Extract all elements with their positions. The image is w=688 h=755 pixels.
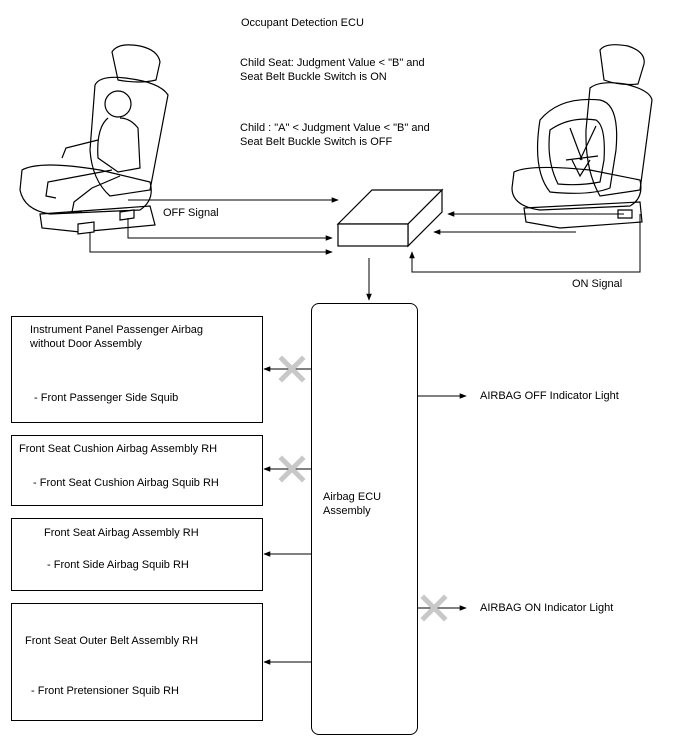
airbag-on-indicator-label: AIRBAG ON Indicator Light [480, 602, 614, 614]
passenger-airbag-box: Instrument Panel Passenger Airbag withou… [11, 316, 263, 423]
component-title: Front Seat Outer Belt Assembly RH [25, 635, 199, 647]
child-condition-line2: Seat Belt Buckle Switch is OFF [240, 136, 393, 148]
airbag-ecu-assembly: Airbag ECU Assembly [311, 303, 418, 735]
on-signal-lines [409, 211, 641, 273]
front-seat-airbag-box: Front Seat Airbag Assembly RH - Front Si… [11, 518, 263, 591]
component-squib: - Front Pretensioner Squib RH [31, 685, 179, 697]
airbag-ecu-label-line1: Airbag ECU [323, 491, 382, 503]
seat-with-child-seat-icon [511, 44, 653, 229]
off-signal-label: OFF Signal [163, 207, 219, 219]
seat-with-child-icon [19, 44, 169, 235]
airbag-ecu-label-line2: Assembly [323, 505, 371, 517]
component-squib: - Front Seat Cushion Airbag Squib RH [33, 477, 219, 489]
occupant-detection-ecu-label: Occupant Detection ECU [241, 17, 364, 29]
component-squib: - Front Passenger Side Squib [34, 392, 179, 404]
component-title: Front Seat Airbag Assembly RH [44, 527, 199, 539]
off-signal-lines [89, 197, 339, 255]
child-condition-line1: Child : "A" < Judgment Value < "B" and [240, 122, 430, 134]
airbag-off-indicator-label: AIRBAG OFF Indicator Light [480, 390, 619, 402]
blocked-cross-icon [420, 594, 448, 622]
on-signal-label: ON Signal [572, 278, 623, 290]
seat-cushion-airbag-box: Front Seat Cushion Airbag Assembly RH - … [11, 435, 263, 506]
component-title: Instrument Panel Passenger Airbag [30, 324, 204, 336]
child-seat-condition-line2: Seat Belt Buckle Switch is ON [240, 71, 387, 83]
child-seat-condition-line1: Child Seat: Judgment Value < "B" and [240, 57, 425, 69]
component-title-line2: without Door Assembly [30, 338, 142, 350]
ecu-box-icon [336, 188, 444, 248]
blocked-cross-icon [278, 455, 306, 483]
component-title: Front Seat Cushion Airbag Assembly RH [19, 443, 218, 455]
squib-arrows [263, 366, 467, 665]
component-squib: - Front Side Airbag Squib RH [47, 559, 189, 571]
outer-belt-box: Front Seat Outer Belt Assembly RH - Fron… [11, 603, 263, 721]
blocked-cross-icon [278, 355, 306, 383]
